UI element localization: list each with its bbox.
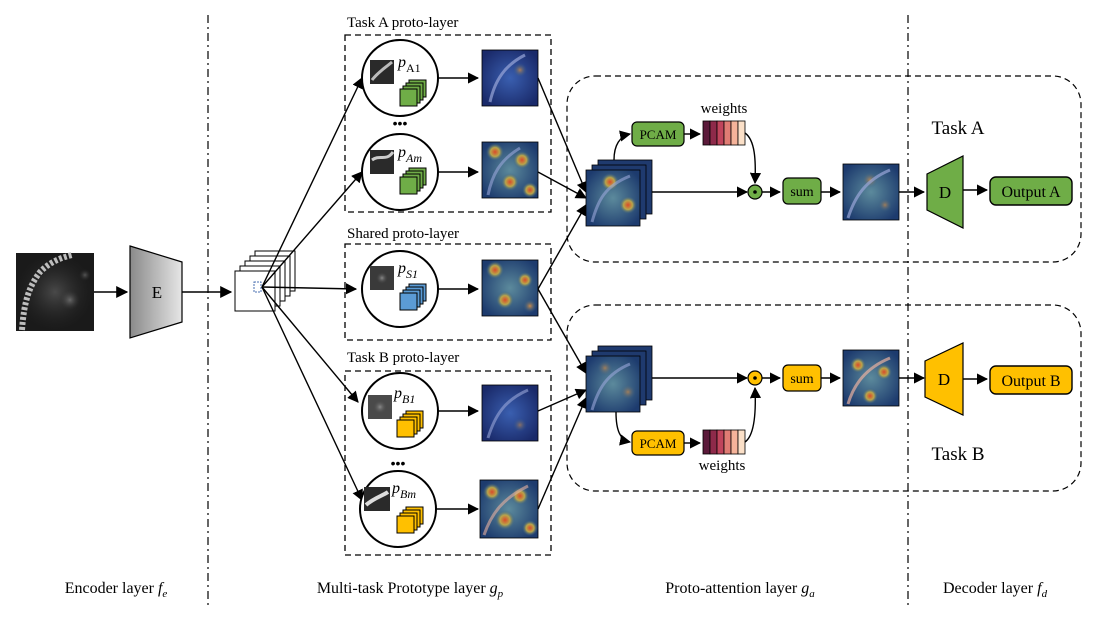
sum-b-label: sum [790, 372, 813, 387]
prototype-a1-sub: A1 [406, 61, 421, 75]
encoder-layer-caption: Encoder layer fe [65, 580, 168, 600]
svg-text:pBm: pBm [391, 480, 416, 501]
decoder-a-label: D [939, 183, 951, 202]
pcam-b: PCAM [631, 430, 685, 456]
decoder-b: D [924, 342, 964, 416]
multiply-node-b [747, 370, 763, 386]
sum-a-label: sum [790, 185, 813, 200]
output-b: Output B [989, 365, 1073, 395]
decoder-a: D [926, 155, 964, 229]
heatmap-bm [479, 479, 539, 539]
prototype-a1: pA1 [361, 39, 439, 117]
attention-output-map-b [842, 349, 900, 407]
attention-stack-a [585, 159, 653, 227]
task-a-proto-title: Task A proto-layer [347, 15, 458, 31]
arrow-weights-b-to-multiply [744, 386, 762, 443]
feature-to-prototype-arrows [261, 76, 363, 502]
pcam-a: PCAM [631, 121, 685, 147]
attention-stack-b [585, 345, 653, 413]
svg-text:pS1: pS1 [397, 260, 418, 281]
prototype-am: pAm [361, 133, 439, 211]
svg-text:pB1: pB1 [393, 385, 415, 406]
pcam-a-label: PCAM [640, 127, 677, 142]
svg-text:pAm: pAm [397, 144, 422, 165]
attention-layer-caption: Proto-attention layer ga [665, 580, 815, 600]
decoder-layer-caption: Decoder layer fd [943, 580, 1048, 600]
task-a-proto-box [344, 34, 552, 213]
arrow-stack-a-to-pcam [613, 130, 632, 161]
prototype-a1-p: p [397, 54, 406, 71]
weights-bar-b [702, 429, 746, 455]
heatmap-am [481, 141, 539, 199]
task-b-label: Task B [931, 444, 984, 465]
shared-proto-title: Shared proto-layer [347, 226, 459, 242]
ellipsis-task-a: ••• [393, 115, 408, 131]
task-b-proto-box [344, 370, 552, 556]
prototype-bm-sub: Bm [400, 487, 416, 501]
encoder-block: E [129, 245, 183, 339]
prototype-bm: pBm [359, 470, 437, 548]
heatmap-to-stack-arrows [537, 77, 588, 510]
task-b-attention-box [566, 304, 1082, 492]
weights-a-label: weights [701, 101, 748, 117]
weights-bar-a [702, 120, 746, 146]
task-a-attention-box [566, 75, 1082, 263]
sum-a: sum [782, 177, 822, 205]
ellipsis-task-b: ••• [391, 455, 406, 471]
shared-proto-box [344, 243, 552, 341]
arrow-weights-a-to-multiply [744, 132, 762, 185]
heatmap-a1 [481, 49, 539, 107]
prototype-bm-p: p [391, 480, 400, 497]
prototype-b1-sub: B1 [402, 392, 415, 406]
prototype-to-heatmap-arrows [436, 72, 480, 515]
svg-text:pA1: pA1 [397, 54, 421, 75]
decoder-b-label: D [938, 370, 950, 389]
prototype-s1: pS1 [361, 250, 439, 328]
heatmap-s1 [481, 259, 539, 317]
attention-output-map-a [842, 163, 900, 221]
sum-b: sum [782, 364, 822, 392]
prototype-am-sub: Am [405, 151, 422, 165]
multiply-node-a [747, 184, 763, 200]
arrow-stack-b-to-pcam [615, 411, 632, 446]
pcam-b-label: PCAM [640, 436, 677, 451]
prototype-am-p: p [397, 144, 406, 161]
task-a-label: Task A [931, 118, 984, 139]
prototype-layer-caption: Multi-task Prototype layer gp [317, 580, 504, 600]
heatmap-b1 [481, 384, 539, 442]
prototype-s1-p: p [397, 260, 406, 277]
encoder-label: E [152, 283, 162, 302]
prototype-s1-sub: S1 [406, 267, 418, 281]
prototype-b1: pB1 [361, 372, 439, 450]
output-a-label: Output A [1001, 184, 1061, 201]
output-a: Output A [989, 176, 1073, 206]
prototype-b1-p: p [393, 385, 402, 402]
task-b-proto-title: Task B proto-layer [347, 350, 459, 366]
weights-b-label: weights [699, 458, 746, 474]
output-b-label: Output B [1001, 373, 1060, 390]
input-image [16, 252, 94, 331]
